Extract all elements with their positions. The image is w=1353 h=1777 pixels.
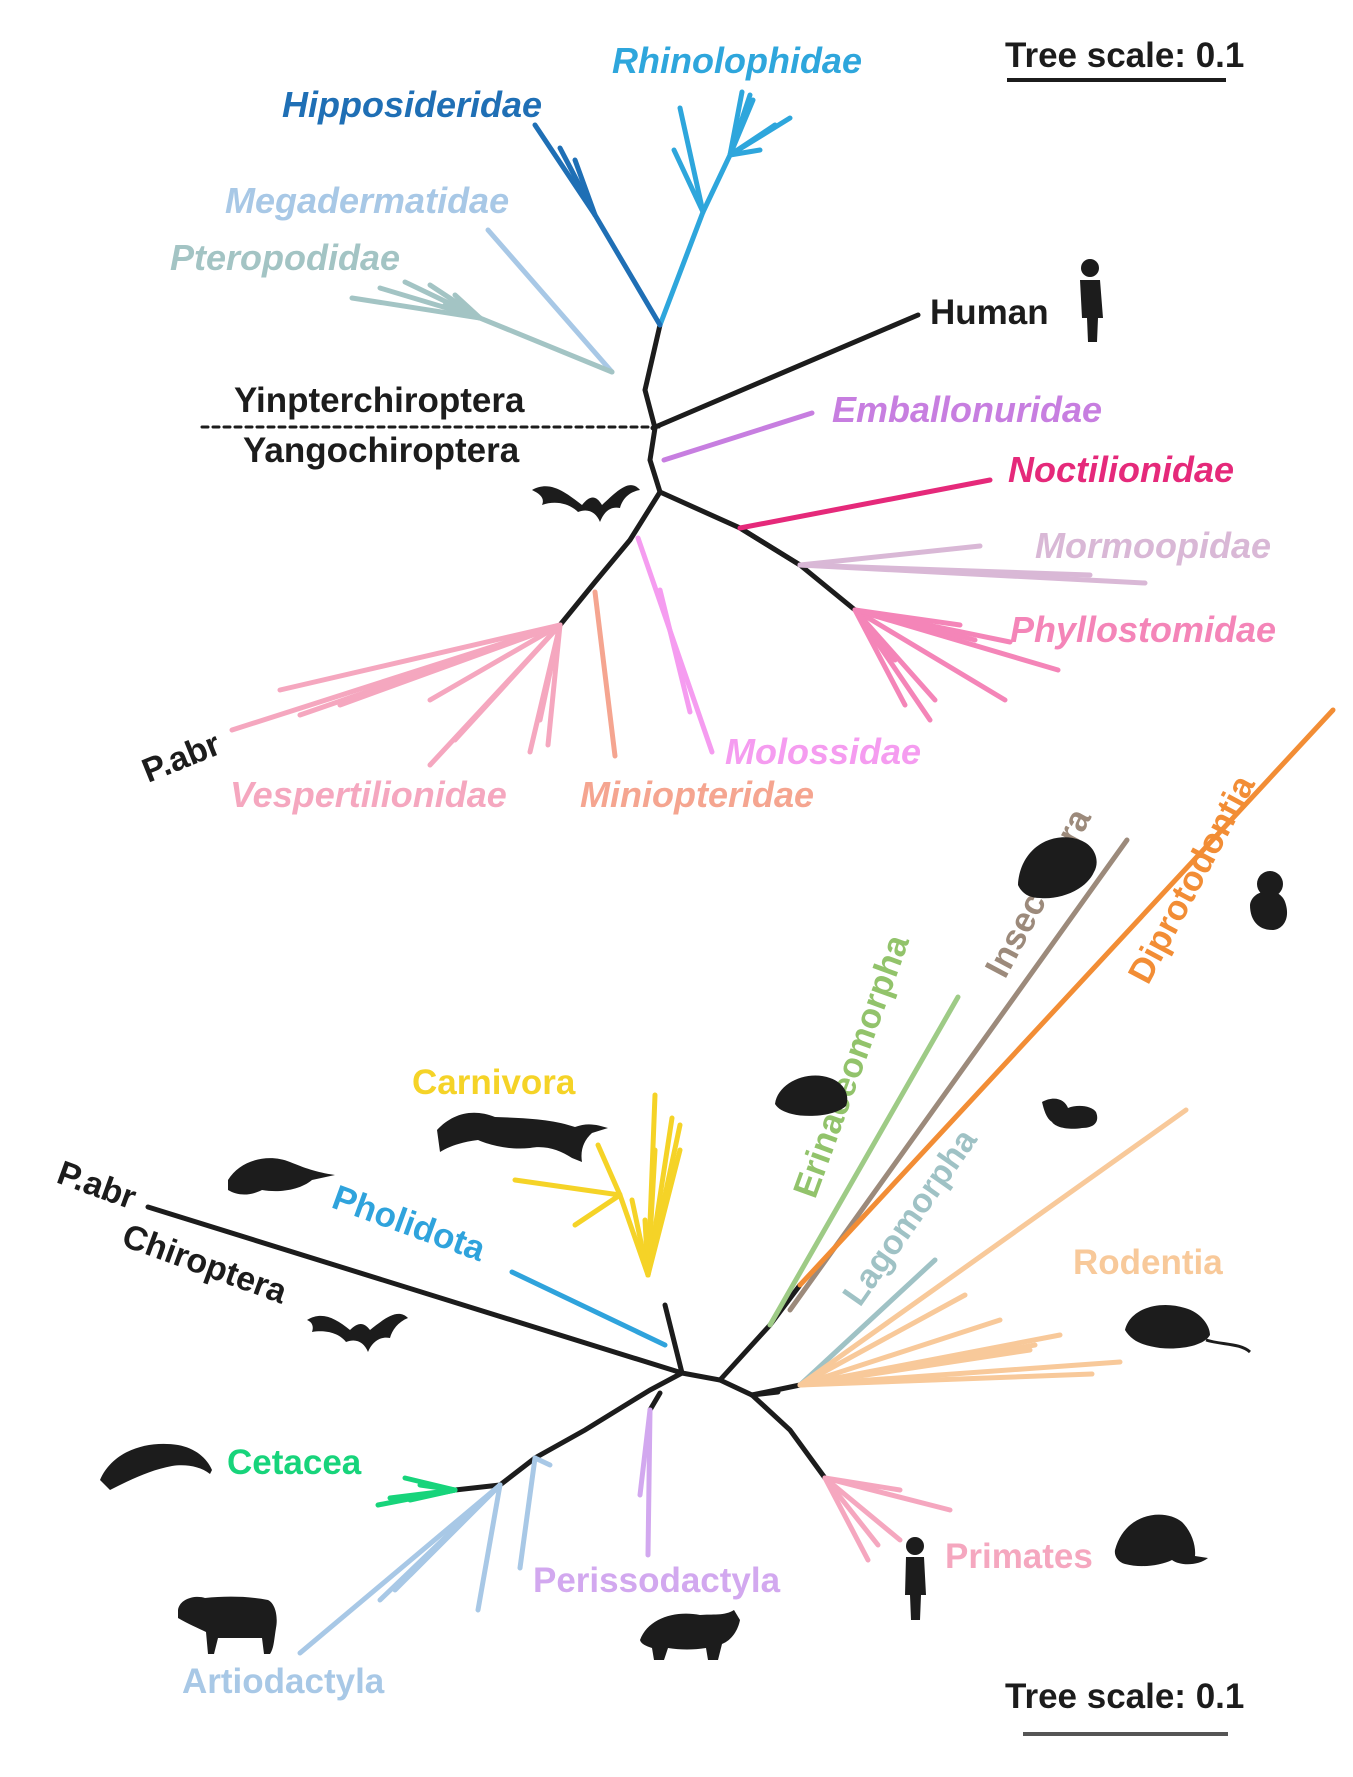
mormoopidae-branches [797,543,1148,586]
rodentia-branches [797,1107,1189,1388]
scale-label-bottom: Tree scale: 0.1 [1005,1677,1244,1716]
emballonuridae-branch [661,410,815,463]
label-carnivora: Carnivora [412,1063,576,1102]
miniopteridae-branch [592,589,618,759]
diprotodontia-branch [797,707,1336,1288]
label-phyllostomidae: Phyllostomidae [1010,609,1276,650]
label-perissodactyla: Perissodactyla [533,1561,781,1600]
rabbit-silhouette-icon [1042,1098,1098,1129]
pteropodidae-branches [349,279,615,375]
label-rhinolophidae: Rhinolophidae [612,40,862,81]
label-molossidae: Molossidae [725,731,921,772]
pholidota-branch [509,1269,668,1348]
bat-silhouette-icon-2 [307,1313,408,1352]
label-yangochiroptera: Yangochiroptera [243,431,520,470]
rhinoceros-silhouette-icon [640,1610,740,1660]
label-yinpterchiroptera: Yinpterchiroptera [234,381,525,420]
label-mormoopidae: Mormoopidae [1035,525,1271,566]
top-labels: Rhinolophidae Hipposideridae Megadermati… [137,36,1276,815]
megadermatidae-branch [485,227,615,375]
bottom-tree [145,707,1336,1656]
label-hipposideridae: Hipposideridae [282,84,542,125]
label-human: Human [930,293,1049,332]
label-pholidota: Pholidota [327,1178,491,1269]
cetacea-branches [375,1475,458,1508]
label-miniopteridae: Miniopteridae [580,774,814,815]
label-pabr-bottom: P.abr [52,1154,141,1217]
hipposideridae-branches [532,122,663,328]
label-emballonuridae: Emballonuridae [832,389,1102,430]
human-silhouette-icon [1080,259,1103,342]
human-silhouette-icon-2 [905,1537,926,1620]
top-backbone [557,312,921,628]
scale-label-top: Tree scale: 0.1 [1005,36,1244,75]
bat-silhouette-icon [532,485,640,522]
label-cetacea: Cetacea [227,1443,362,1482]
artiodactyla-branches [297,1455,553,1656]
echidna-silhouette-icon [775,1075,848,1116]
label-primates: Primates [945,1537,1093,1576]
lagomorpha-branch [797,1257,938,1388]
tiger-silhouette-icon [437,1112,608,1162]
label-pabr-top: P.abr [137,725,226,790]
erinaceomorpha-branch [767,994,961,1328]
cow-silhouette-icon [178,1596,277,1654]
carnivora-branches [512,1092,683,1278]
label-megadermatidae: Megadermatidae [225,180,509,221]
rhinolophidae-branches [657,89,793,328]
dolphin-silhouette-icon [100,1443,212,1490]
label-noctilionidae: Noctilionidae [1008,449,1234,490]
gorilla-silhouette-icon [1114,1514,1208,1567]
label-rodentia: Rodentia [1073,1243,1223,1282]
vespertilionidae-branches [229,622,563,768]
molossidae-branches [635,535,715,755]
label-artiodactyla: Artiodactyla [182,1662,385,1701]
label-vespertilionidae: Vespertilionidae [230,774,507,815]
hedgehog-silhouette-icon [1018,837,1097,899]
mouse-silhouette-icon [1125,1304,1252,1354]
koala-silhouette-icon [1250,871,1288,930]
label-pteropodidae: Pteropodidae [170,237,400,278]
otter-silhouette-icon [228,1158,335,1195]
label-chiroptera: Chiroptera [117,1217,293,1312]
top-tree [200,89,1148,768]
perissodactyla-branches [637,1407,653,1558]
noctilionidae-branch [737,477,993,531]
primates-branches [822,1475,953,1563]
phyllostomidae-branches [852,607,1061,723]
label-diprotodontia: Diprotodontia [1121,768,1263,989]
